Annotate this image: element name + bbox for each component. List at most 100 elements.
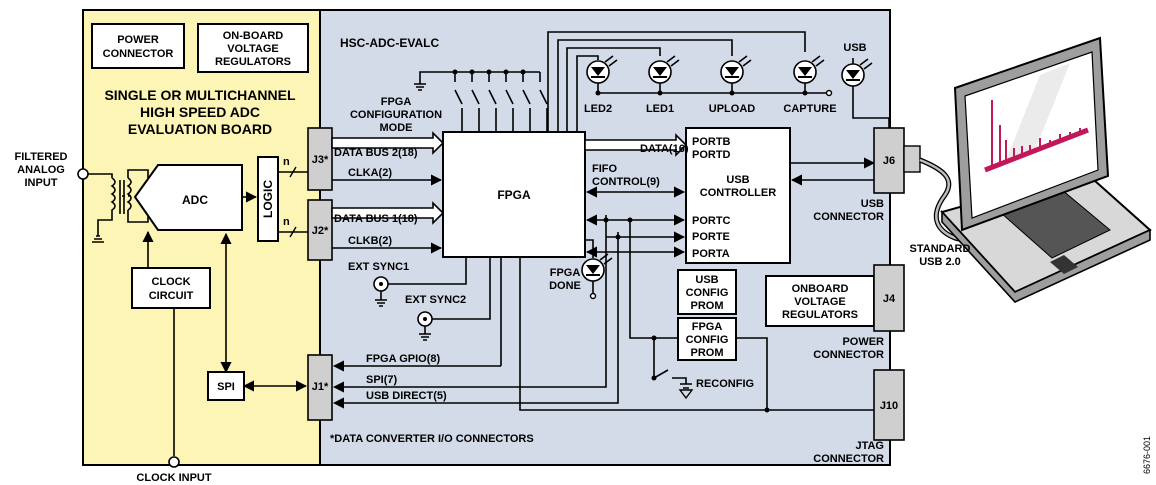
led-row — [586, 55, 890, 128]
fpga-done-label-2: DONE — [549, 280, 581, 292]
bus-width-n-top: n — [283, 156, 290, 168]
ext-sync1-label: EXT SYNC1 — [348, 261, 409, 273]
upload-label: UPLOAD — [709, 103, 756, 115]
ext-sync2-label: EXT SYNC2 — [405, 294, 466, 306]
onboard-regulators-box — [197, 23, 309, 73]
laptop-label-1: STANDARD — [910, 243, 971, 255]
porte-label: PORTE — [692, 231, 730, 243]
j3-label: J3* — [312, 154, 329, 166]
usb-led-icon — [841, 58, 890, 128]
reconfig-label: RECONFIG — [696, 378, 754, 390]
connector-j1 — [307, 354, 333, 421]
config-mode-label-3: MODE — [380, 122, 413, 134]
fpga-config-prom-block — [677, 317, 737, 361]
capture-label: CAPTURE — [783, 103, 836, 115]
fpga-done-label-1: FPGA — [550, 267, 581, 279]
clock-input-terminal — [168, 456, 180, 468]
fpga-label: FPGA — [497, 188, 531, 202]
transformer-primary — [97, 177, 116, 236]
led1-label: LED1 — [646, 103, 674, 115]
fpga-config-prom-label-1: FPGA — [692, 321, 723, 333]
clock-circuit-label-1: CLOCK — [151, 276, 190, 288]
onboard-regulators-label-1: ON-BOARD — [223, 30, 284, 42]
power-connector-box — [91, 23, 185, 69]
clock-circuit-label-2: CIRCUIT — [149, 290, 194, 302]
footnote: *DATA CONVERTER I/O CONNECTORS — [330, 433, 534, 445]
data16-arrow — [584, 133, 688, 157]
connector-j3 — [307, 127, 333, 191]
connector-j10 — [873, 369, 905, 441]
jtag-connector-label-2: CONNECTOR — [813, 453, 884, 465]
clka-label: CLKA(2) — [348, 167, 392, 179]
fifo-control-label-2: CONTROL(9) — [592, 176, 660, 188]
eval-board-title-1: SINGLE OR MULTICHANNEL — [104, 87, 296, 103]
config-mode-bus — [419, 71, 540, 84]
logic-block — [257, 156, 279, 242]
hsc-adc-evalc-board — [319, 9, 891, 466]
config-mode-label-1: FPGA — [381, 96, 412, 108]
onboard-regulators-label-2: VOLTAGE — [227, 43, 279, 55]
analog-input-label-2: ANALOG — [17, 164, 65, 176]
onboard-regulators-label-3: REGULATORS — [215, 56, 291, 68]
clkb-label: CLKB(2) — [348, 235, 392, 247]
portb-label: PORTB — [692, 136, 731, 148]
power-connector-right-label-2: CONNECTOR — [813, 349, 884, 361]
j1-label: J1* — [312, 381, 329, 393]
config-mode-switches — [452, 69, 548, 132]
analog-input-label-3: INPUT — [25, 177, 58, 189]
analog-input-label-1: FILTERED — [15, 151, 68, 163]
connector-j2 — [307, 199, 333, 261]
usb-config-prom-block — [677, 269, 737, 315]
j2-label: J2* — [312, 225, 329, 237]
config-ground-icon — [414, 83, 426, 91]
ground-icon — [92, 235, 104, 243]
led2-icon — [586, 55, 618, 96]
fifo-control-label-1: FIFO — [592, 163, 617, 175]
figure-id: 6676-001 — [1142, 436, 1152, 474]
onboard-regulators-right-box — [765, 275, 875, 327]
data16-label: DATA(16) — [640, 143, 689, 155]
eval-board-title-3: EVALUATION BOARD — [128, 121, 272, 137]
fpga-config-prom-label-3: PROM — [691, 347, 724, 359]
j10-label: J10 — [880, 400, 898, 412]
usb-controller-label-2: CONTROLLER — [700, 187, 776, 199]
fpga-config-prom-label-2: CONFIG — [686, 334, 729, 346]
usb-config-prom-label-3: PROM — [691, 300, 724, 312]
portc-label: PORTC — [692, 215, 731, 227]
fpga-block — [442, 131, 586, 258]
evalc-title: HSC-ADC-EVALC — [340, 36, 439, 50]
fpga-gpio-label: FPGA GPIO(8) — [366, 353, 440, 365]
connector-j4 — [873, 264, 905, 332]
adc-label: ADC — [182, 193, 208, 207]
capture-led-icon — [793, 55, 825, 96]
clock-input-label: CLOCK INPUT — [136, 472, 211, 484]
spi7-label: SPI(7) — [366, 374, 398, 386]
connector-j6 — [873, 127, 905, 194]
laptop-icon — [940, 36, 1152, 303]
data-bus-1-label: DATA BUS 1(18) — [334, 213, 418, 225]
fpga-done-led-icon — [581, 253, 613, 300]
portd-label: PORTD — [692, 149, 731, 161]
usb-controller-block — [685, 127, 791, 264]
usb-controller-label-1: USB — [726, 174, 749, 186]
onboard-regulators-right-label-1: ONBOARD — [792, 283, 849, 295]
j6-label: J6 — [883, 155, 895, 167]
adc-evaluation-board — [82, 9, 321, 466]
power-connector-label-1: POWER — [117, 34, 159, 46]
upload-led-icon — [720, 55, 752, 96]
onboard-regulators-right-label-2: VOLTAGE — [794, 296, 846, 308]
adc-wire-top — [127, 169, 149, 178]
led1-icon — [648, 55, 680, 96]
usb-led-label: USB — [843, 42, 866, 54]
data-bus-1-arrow — [331, 201, 445, 225]
clock-circuit-block — [131, 267, 211, 309]
spi-label: SPI — [217, 381, 235, 393]
usb-config-prom-label-1: USB — [695, 274, 718, 286]
transformer-secondary — [126, 177, 132, 211]
led2-label: LED2 — [584, 103, 612, 115]
porta-label: PORTA — [692, 248, 730, 260]
jtag-connector-label-1: JTAG — [855, 440, 884, 452]
data-bus-2-label: DATA BUS 2(18) — [334, 147, 418, 159]
usb-direct-label: USB DIRECT(5) — [366, 390, 447, 402]
